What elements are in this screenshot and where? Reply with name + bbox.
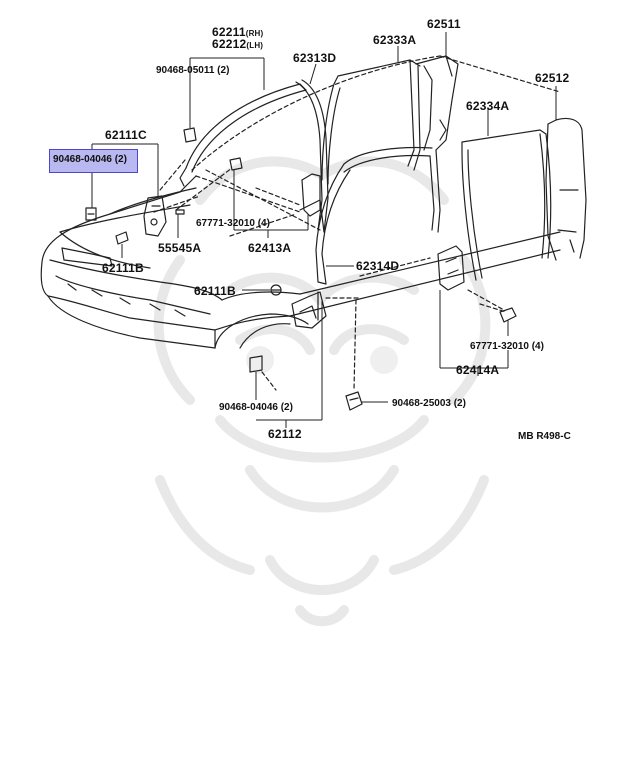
part-label-90468-04046-bottom[interactable]: 90468-04046 (2)	[219, 402, 293, 413]
bracket-55545A	[143, 195, 167, 237]
cowl-side-bracket	[301, 173, 321, 217]
quarter-panel-trim	[545, 117, 587, 261]
part-label-62314D[interactable]: 62314D	[356, 259, 400, 273]
clip-90468-25003	[345, 391, 363, 411]
dashed-reference-lines	[153, 167, 507, 391]
side-lh-label: (LH)	[246, 41, 264, 50]
clip-55545A	[175, 209, 185, 215]
part-label-67771-32010-left[interactable]: 67771-32010 (4)	[196, 218, 270, 229]
part-label-62212[interactable]: 62212(LH)	[212, 37, 264, 51]
part-label-62512[interactable]: 62512	[535, 71, 570, 85]
part-label-62511[interactable]: 62511	[427, 17, 461, 31]
clip-67771-32010-b	[499, 307, 517, 323]
part-label-62112[interactable]: 62112	[268, 427, 302, 441]
clip-90468-04046-top	[85, 207, 97, 221]
front-door-weatherstrip	[321, 59, 421, 185]
part-label-62111B-right[interactable]: 62111B	[194, 284, 236, 298]
part-label-90468-05011[interactable]: 90468-05011 (2)	[156, 65, 230, 76]
roof-outline	[159, 55, 561, 231]
part-label-62211[interactable]: 62211(RH)	[212, 25, 264, 39]
highlighted-part-box	[49, 149, 138, 173]
part-label-62111C[interactable]: 62111C	[105, 128, 147, 142]
side-rh-label: (RH)	[245, 29, 264, 38]
leader-lines	[91, 32, 557, 428]
part-label-90468-04046-highlighted[interactable]: 90468-04046 (2)	[53, 154, 127, 165]
b-pillar-garnish	[415, 55, 459, 151]
part-label-55545A[interactable]: 55545A	[158, 241, 202, 255]
rear-door-opening-trim	[315, 146, 441, 285]
part-label-62334A[interactable]: 62334A	[466, 99, 510, 113]
a-pillar-weatherstrip	[179, 83, 307, 187]
center-pillar-lower-garnish	[437, 245, 465, 291]
rear-door-weatherstrip	[461, 129, 552, 281]
front-lower-trim-62112	[291, 291, 327, 329]
diagram-reference-code: MB R498-C	[518, 431, 571, 442]
part-label-90468-25003[interactable]: 90468-25003 (2)	[392, 398, 466, 409]
clip-62111B-right	[270, 284, 282, 296]
clip-62111B-left	[115, 231, 129, 245]
part-label-62414A[interactable]: 62414A	[456, 363, 500, 377]
part-label-62111B-left[interactable]: 62111B	[102, 261, 144, 275]
clip-90468-05011	[183, 127, 197, 143]
part-label-62413A[interactable]: 62413A	[248, 241, 292, 255]
part-label-67771-32010-right[interactable]: 67771-32010 (4)	[470, 341, 544, 352]
clip-67771-32010-a	[229, 157, 243, 171]
part-label-62313D[interactable]: 62313D	[293, 51, 337, 65]
vehicle-front-body	[40, 175, 561, 349]
part-label-62333A[interactable]: 62333A	[373, 33, 417, 47]
clip-90468-04046-bottom	[249, 355, 263, 373]
